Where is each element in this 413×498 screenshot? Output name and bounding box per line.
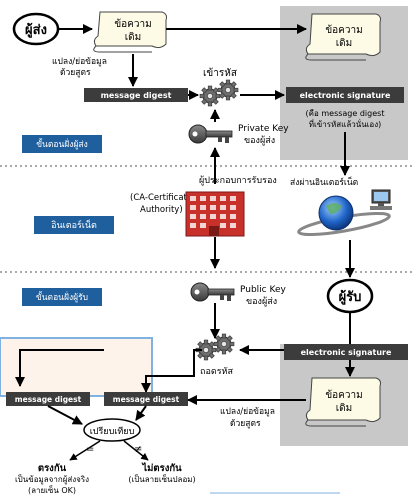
not-equal-sign: ≠: [134, 444, 142, 455]
decrypt-label: ถอดรหัส: [200, 367, 233, 377]
scroll-received-line2: เดิม: [336, 403, 353, 414]
message-digest-left-box: [6, 392, 90, 406]
scroll-received-line1: ข้อความ: [325, 389, 362, 401]
scroll-original-line1: ข้อความ: [114, 18, 151, 30]
hash-step-bottom-line2: ด้วยสูตร: [230, 418, 261, 429]
public-key-line1: Public Key: [240, 285, 286, 295]
signature-top-label: electronic signature: [300, 91, 391, 100]
stage-internet-label: อินเตอร์เน็ต: [51, 218, 97, 231]
encrypt-label: เข้ารหัส: [203, 67, 237, 79]
stage-internet-box: [34, 216, 114, 234]
equal-sign: =: [86, 444, 94, 455]
signature-bottom-box: [284, 344, 408, 360]
receiver-oval: [326, 278, 374, 314]
public-key-line2: ของผู้ส่ง: [246, 296, 277, 307]
key-icon: [190, 282, 235, 302]
ca-line1: (CA-Certificate: [130, 193, 192, 203]
scroll-sent-line1: ข้อความ: [325, 24, 362, 36]
hash-step-bottom-line1: แปลง/ย่อข้อมูล: [220, 406, 275, 417]
match-line2: (ลายเซ็น OK): [28, 485, 76, 495]
message-digest-right-label: message digest: [113, 395, 180, 404]
internet-send-label: ส่งผ่านอินเตอร์เน็ต: [290, 176, 358, 188]
ca-line2: Authority): [140, 205, 183, 215]
mismatch-line1: (เป็นลายเซ็นปลอม): [128, 474, 195, 484]
hash-step-top-line1: แปลง/ย่อข้อมูล: [52, 56, 107, 67]
sender-label: ผู้ส่ง: [25, 22, 47, 38]
compare-label: เปรียบเทียบ: [90, 426, 135, 437]
message-digest-right-box: [104, 392, 188, 406]
message-digest-top-box: [84, 88, 188, 102]
globe-icon: [297, 195, 391, 237]
scroll-icon: [305, 13, 381, 61]
receiver-label: ผู้รับ: [339, 289, 362, 305]
match-title: ตรงกัน: [38, 463, 67, 474]
private-key-line1: Private Key: [238, 124, 289, 134]
signature-bottom-label: electronic signature: [301, 348, 392, 357]
scroll-original-line2: เดิม: [125, 32, 142, 43]
encrypt-gear-icon: [199, 79, 239, 107]
scroll-sent-line2: เดิม: [336, 38, 353, 49]
sender-oval: [12, 12, 60, 46]
ca-title: ผู้ประกอบการรับรอง: [199, 175, 277, 186]
mismatch-title: ไม่ตรงกัน: [141, 462, 182, 474]
computer-icon: [370, 189, 392, 210]
message-digest-top-label: message digest: [101, 91, 172, 100]
stage-sender-box: [22, 135, 102, 153]
match-line1: เป็นข้อมูลจากผู้ส่งจริง: [15, 474, 89, 485]
hash-step-top-line2: ด้วยสูตร: [60, 67, 91, 78]
building-icon: [185, 191, 245, 237]
scroll-icon: [305, 377, 381, 427]
signature-top-note1: (คือ message digest: [306, 109, 385, 118]
compare-oval: [83, 418, 141, 442]
private-key-line2: ของผู้ส่ง: [244, 135, 275, 146]
scroll-icon: [93, 11, 167, 53]
signature-top-box: [286, 87, 404, 103]
stage-receiver-label: ขั้นตอนฝั่งผู้รับ: [36, 291, 88, 303]
key-icon: [188, 124, 233, 144]
callout-box: [0, 337, 153, 397]
stage-sender-label: ขั้นตอนฝั่งผู้ส่ง: [36, 138, 88, 150]
message-digest-left-label: message digest: [15, 395, 82, 404]
signature-top-note2: ที่เข้ารหัสแล้วนั่นเอง): [309, 118, 381, 129]
stage-receiver-box: [22, 288, 102, 306]
